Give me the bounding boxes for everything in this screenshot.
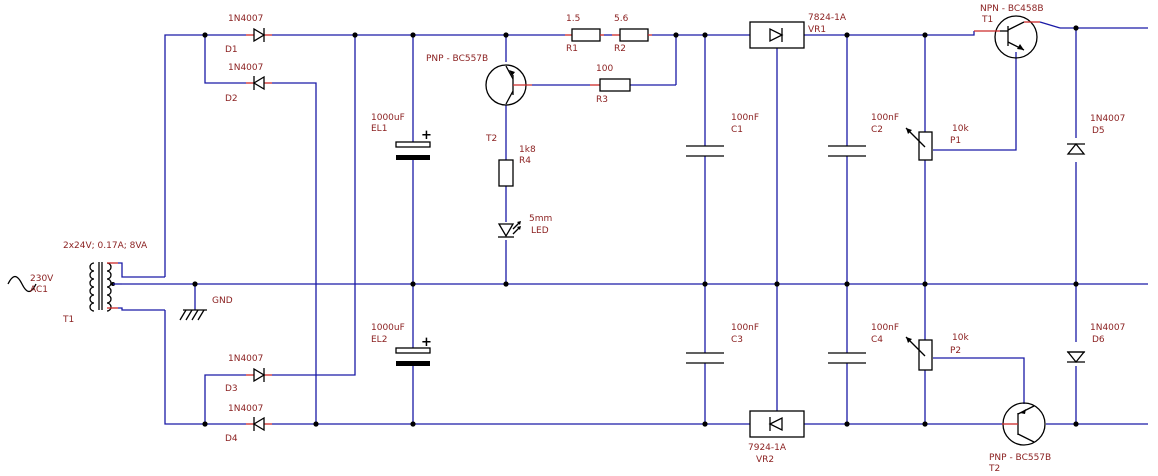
vr1-value: 7824-1A <box>808 13 847 23</box>
d6-value: 1N4007 <box>1090 323 1125 333</box>
capacitor-el2: + 1000uF EL2 <box>371 323 432 366</box>
potentiometer-p2: 10k P2 <box>905 333 969 371</box>
t2-type: PNP - BC557B <box>989 453 1051 463</box>
d5-value: 1N4007 <box>1090 114 1125 124</box>
diode-d4: 1N4007 D4 <box>225 404 272 444</box>
diode-d5: 1N4007 D5 <box>1066 114 1125 155</box>
ground-symbol: GND <box>179 296 233 321</box>
t1-type: NPN - BC458B <box>980 4 1044 14</box>
resistor-r4: 1k8 R4 <box>498 145 536 187</box>
r4-ref: R4 <box>519 156 531 166</box>
el2-value: 1000uF <box>371 323 405 333</box>
d3-value: 1N4007 <box>228 354 263 364</box>
d2-ref: D2 <box>225 94 238 104</box>
transistor-npn-t1: NPN - BC458B T1 <box>970 4 1061 59</box>
ac-wave-icon <box>7 275 37 293</box>
transistor-pnp-limiter: PNP - BC557B T2 <box>426 54 532 144</box>
r1-ref: R1 <box>566 44 578 54</box>
p2-ref: P2 <box>950 346 961 356</box>
r2-ref: R2 <box>614 44 626 54</box>
potentiometer-p1: 10k P1 <box>905 124 969 161</box>
r4-value: 1k8 <box>519 145 536 155</box>
d1-value: 1N4007 <box>228 14 263 24</box>
junction-dots <box>192 25 1079 427</box>
r1-value: 1.5 <box>566 14 580 24</box>
pnp-limiter-ref: T2 <box>485 134 497 144</box>
capacitor-c4: 100nF C4 <box>828 323 899 364</box>
transformer-ref: T1 <box>62 315 74 325</box>
el1-value: 1000uF <box>371 113 405 123</box>
capacitor-c3: 100nF C3 <box>686 323 759 364</box>
p2-value: 10k <box>952 333 969 343</box>
vr2-value: 7924-1A <box>748 443 787 453</box>
el2-ref: EL2 <box>371 335 387 345</box>
c3-ref: C3 <box>731 335 743 345</box>
vr1-ref: VR1 <box>808 25 826 35</box>
diode-d3: 1N4007 D3 <box>225 354 272 394</box>
svg-text:+: + <box>421 335 432 350</box>
transformer-t1: 2x24V; 0.17A; 8VA T1 <box>62 241 165 325</box>
ground-label: GND <box>212 296 233 306</box>
p1-value: 10k <box>952 124 969 134</box>
c3-value: 100nF <box>731 323 759 333</box>
pnp-limiter-type: PNP - BC557B <box>426 54 488 64</box>
r3-ref: R3 <box>596 95 608 105</box>
c4-ref: C4 <box>871 335 883 345</box>
transformer-label: 2x24V; 0.17A; 8VA <box>63 241 148 251</box>
led-value: 5mm <box>529 214 552 224</box>
p1-ref: P1 <box>950 136 961 146</box>
c2-value: 100nF <box>871 113 899 123</box>
resistor-r1: 1.5 R1 <box>565 14 604 54</box>
d5-ref: D5 <box>1092 126 1105 136</box>
diode-d2: 1N4007 D2 <box>225 63 272 104</box>
el1-ref: EL1 <box>371 124 387 134</box>
c2-ref: C2 <box>871 125 883 135</box>
r2-value: 5.6 <box>614 14 629 24</box>
d3-ref: D3 <box>225 384 238 394</box>
diode-d6: 1N4007 D6 <box>1066 323 1125 364</box>
c1-value: 100nF <box>731 113 759 123</box>
d4-value: 1N4007 <box>228 404 263 414</box>
led: 5mm LED <box>497 214 552 238</box>
d6-ref: D6 <box>1092 335 1105 345</box>
ac-source: 230V AC1 <box>7 274 54 295</box>
source-ref: AC1 <box>30 285 48 295</box>
resistor-r2: 5.6 R2 <box>612 14 652 54</box>
regulator-vr2: 7924-1A VR2 <box>748 410 805 465</box>
d2-value: 1N4007 <box>228 63 263 73</box>
svg-text:+: + <box>421 128 432 143</box>
diode-d1: 1N4007 D1 <box>225 14 272 55</box>
t2-ref: T2 <box>988 464 1000 474</box>
vr2-ref: VR2 <box>756 455 774 465</box>
capacitor-c1: 100nF C1 <box>686 113 759 157</box>
r3-value: 100 <box>596 64 613 74</box>
t1-ref: T1 <box>981 15 993 25</box>
transistor-pnp-t2: PNP - BC557B T2 <box>988 402 1051 474</box>
regulator-vr1: 7824-1A VR1 <box>749 13 847 49</box>
capacitor-c2: 100nF C2 <box>828 113 899 157</box>
source-label: 230V <box>30 274 54 284</box>
d4-ref: D4 <box>225 434 238 444</box>
wires <box>122 27 1148 425</box>
capacitor-el1: + 1000uF EL1 <box>371 113 432 160</box>
resistor-r3: 100 R3 <box>590 64 631 105</box>
d1-ref: D1 <box>225 45 238 55</box>
led-ref: LED <box>531 226 549 236</box>
c4-value: 100nF <box>871 323 899 333</box>
c1-ref: C1 <box>731 125 743 135</box>
